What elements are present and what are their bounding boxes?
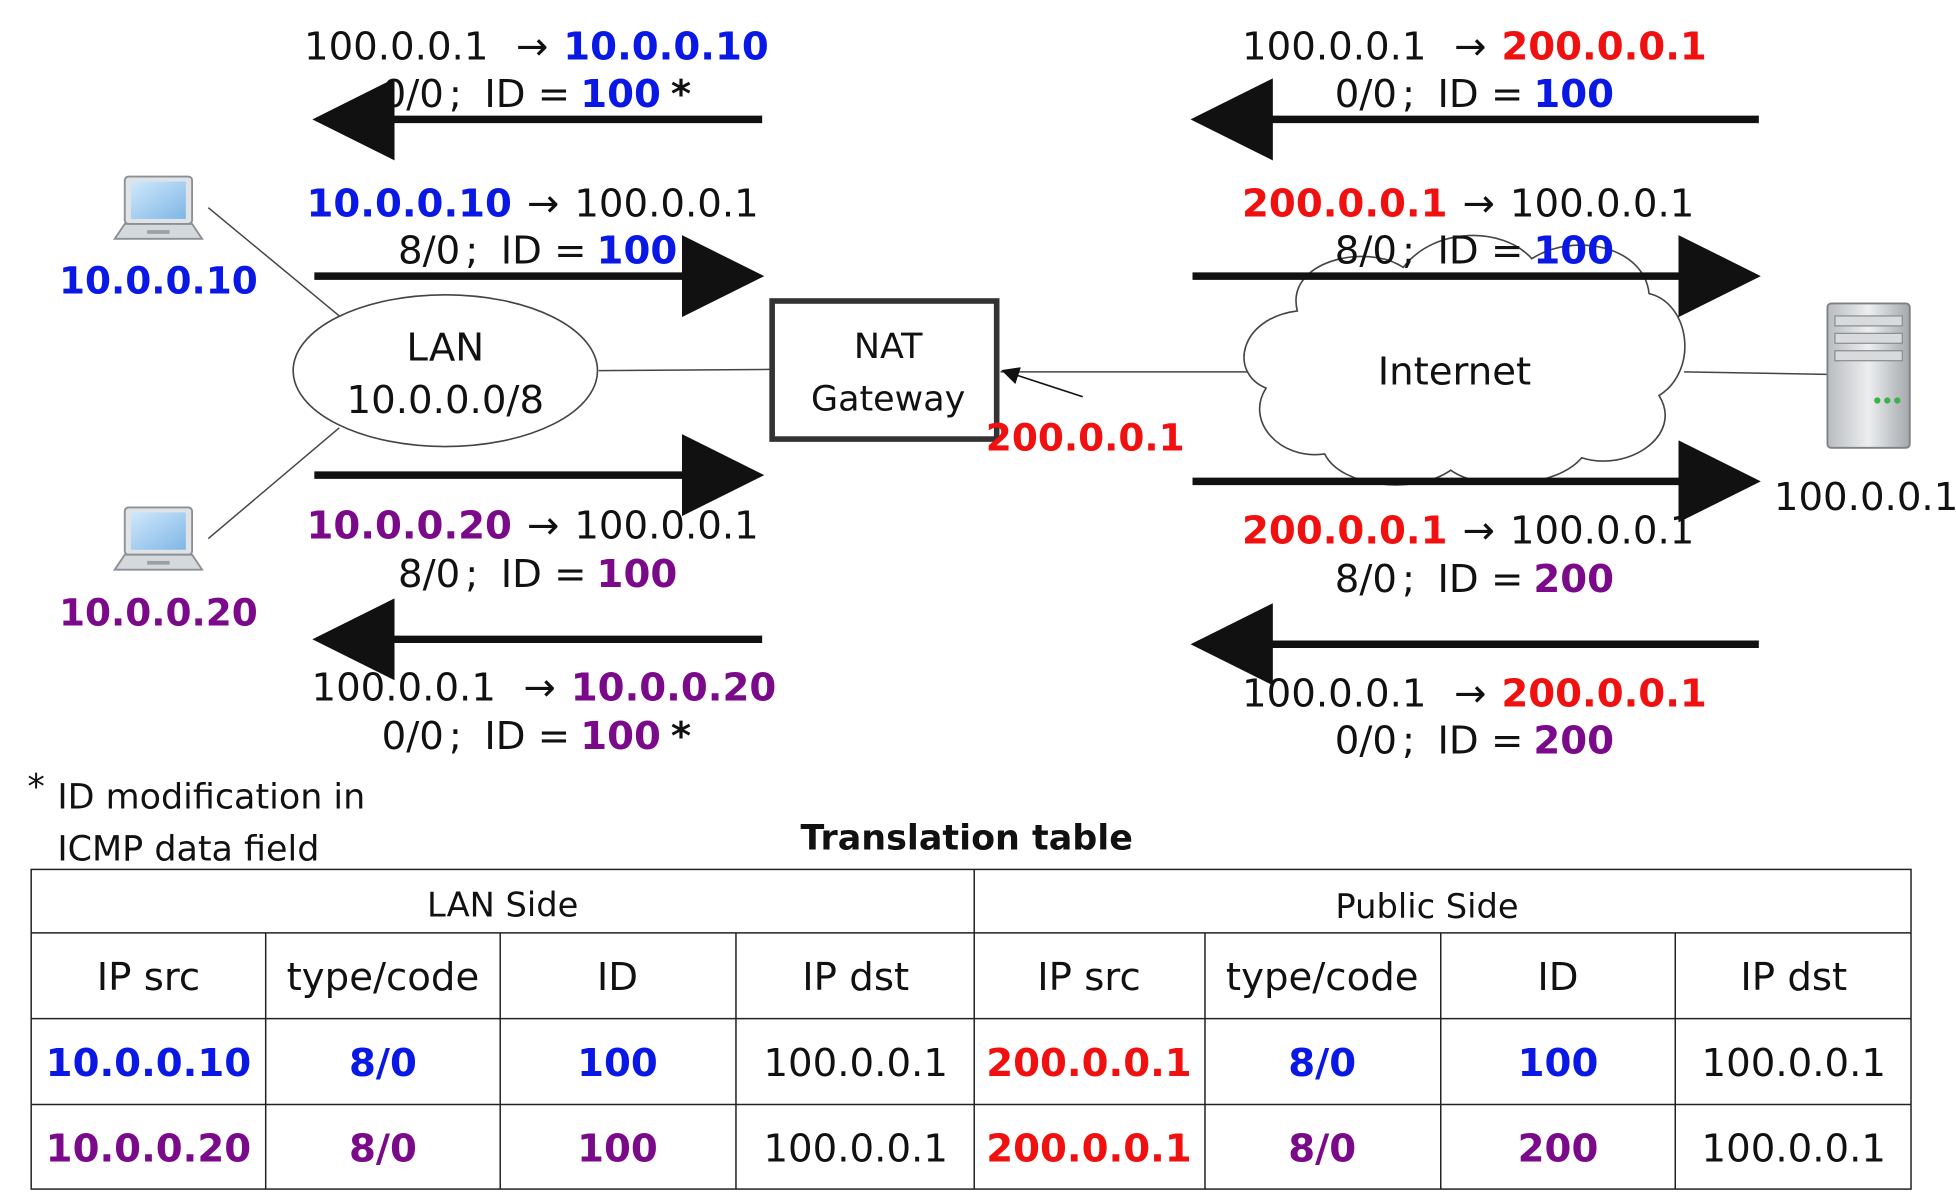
laptop-icon xyxy=(113,506,204,571)
table-cell: 10.0.0.10 xyxy=(46,1041,251,1086)
table-cells: IP src type/code ID IP dst IP src type/code ID… xyxy=(46,955,1886,1172)
wire-host1-lan xyxy=(207,207,340,317)
column-header: type/code xyxy=(287,955,480,1000)
table-cell: 100.0.0.1 xyxy=(763,1127,947,1172)
lan-side-header: LAN Side xyxy=(427,886,578,925)
packet-r1-detail: 0/0;ID =100 xyxy=(1335,72,1614,117)
server-ip: 100.0.0.1 xyxy=(1774,475,1956,520)
table-cell: 100.0.0.1 xyxy=(1702,1041,1886,1086)
table-cell: 100 xyxy=(1518,1041,1599,1086)
column-header: ID xyxy=(1537,955,1578,1000)
packet-r2-header: 200.0.0.1→100.0.0.1 xyxy=(1242,181,1694,226)
table-cell: 8/0 xyxy=(349,1127,417,1172)
gateway-label: Gateway xyxy=(811,379,965,419)
packet-l1-header: 100.0.0.1→10.0.0.10 xyxy=(304,25,769,70)
column-header: IP dst xyxy=(1740,955,1847,1000)
wire-internet-server xyxy=(1683,371,1828,376)
footnote: * ID modification in ICMP data field xyxy=(27,768,365,870)
footnote-line1: ID modification in xyxy=(57,778,365,818)
packet-arrows xyxy=(312,78,1761,686)
packet-l3-header: 10.0.0.20→100.0.0.1 xyxy=(306,504,758,549)
column-header: IP src xyxy=(97,955,200,1000)
internet-label: Internet xyxy=(1378,349,1532,394)
table-cell: 8/0 xyxy=(1288,1041,1356,1086)
laptop-icon xyxy=(113,175,204,240)
packet-l4-header: 100.0.0.1→10.0.0.20 xyxy=(311,665,776,710)
table-cell: 10.0.0.20 xyxy=(46,1127,251,1172)
table-title: Translation table xyxy=(801,819,1133,859)
table-cell: 200.0.0.1 xyxy=(986,1127,1191,1172)
public-side-header: Public Side xyxy=(1335,887,1518,926)
table-cell: 100.0.0.1 xyxy=(1702,1127,1886,1172)
packet-r3-detail: 8/0;ID =200 xyxy=(1335,557,1614,602)
column-header: IP src xyxy=(1037,955,1140,1000)
table-cell: 8/0 xyxy=(349,1041,417,1086)
wire-host2-lan xyxy=(207,427,340,540)
column-header: ID xyxy=(597,955,638,1000)
packet-labels: 100.0.0.1→10.0.0.10 0/0;ID =100* 10.0.0.… xyxy=(304,25,1707,764)
host2-ip: 10.0.0.20 xyxy=(59,591,258,635)
packet-r4-header: 100.0.0.1→200.0.0.1 xyxy=(1242,672,1707,717)
packet-r1-header: 100.0.0.1→200.0.0.1 xyxy=(1242,25,1707,70)
packet-r2-detail: 8/0;ID =100 xyxy=(1335,229,1614,274)
packet-l2-header: 10.0.0.10→100.0.0.1 xyxy=(306,181,758,226)
packet-r4-detail: 0/0;ID =200 xyxy=(1335,719,1614,764)
wire-lan-nat xyxy=(598,368,770,372)
table-cell: 200 xyxy=(1518,1127,1599,1172)
packet-l3-detail: 8/0;ID =100 xyxy=(398,552,677,597)
packet-l2-detail: 8/0;ID =100 xyxy=(398,229,677,274)
host1-ip: 10.0.0.10 xyxy=(59,259,258,303)
packet-l4-detail: 0/0;ID =100* xyxy=(382,714,691,759)
lan-node: LAN 10.0.0.0/8 xyxy=(292,293,599,448)
packet-r3-header: 200.0.0.1→100.0.0.1 xyxy=(1242,509,1694,554)
server-icon xyxy=(1826,302,1911,449)
table-cell: 100 xyxy=(577,1127,658,1172)
nat-public-ip: 200.0.0.1 xyxy=(986,415,1185,459)
table-border xyxy=(30,868,1912,1190)
column-header: IP dst xyxy=(802,955,909,1000)
footnote-line2: ICMP data field xyxy=(57,830,319,870)
nat-gateway: NAT Gateway xyxy=(769,298,1000,442)
footnote-star: * xyxy=(27,768,44,808)
lan-subnet: 10.0.0.0/8 xyxy=(347,378,545,423)
table-cell: 200.0.0.1 xyxy=(986,1041,1191,1086)
wires xyxy=(207,207,1828,540)
translation-table: Translation table LAN Side Public Side I… xyxy=(30,819,1912,1190)
lan-label: LAN xyxy=(406,326,484,371)
column-header: type/code xyxy=(1226,955,1419,1000)
table-cell: 100.0.0.1 xyxy=(763,1041,947,1086)
packet-l1-detail: 0/0;ID =100* xyxy=(382,72,691,117)
table-cell: 8/0 xyxy=(1288,1127,1356,1172)
nat-ip-pointer xyxy=(1001,367,1083,398)
nat-label: NAT xyxy=(854,327,923,367)
cloud-icon: Internet xyxy=(1243,234,1686,486)
table-cell: 100 xyxy=(577,1041,658,1086)
